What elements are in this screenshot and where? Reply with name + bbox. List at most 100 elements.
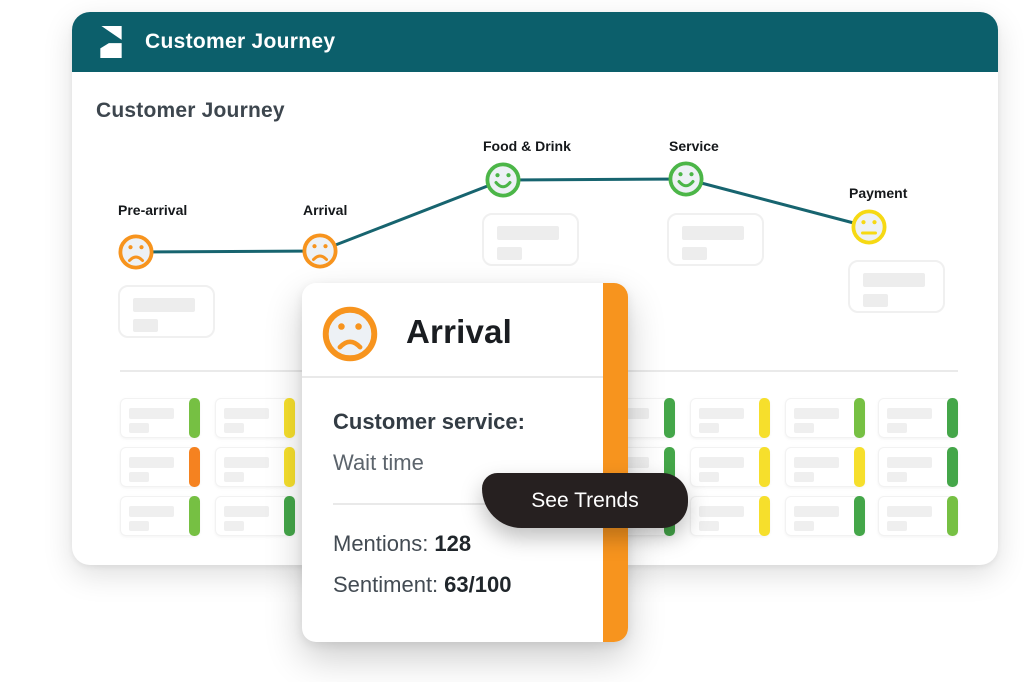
skeleton-text-bar [497, 247, 522, 260]
sentiment-bar [759, 398, 770, 438]
journey-node-pre-arrival[interactable] [118, 234, 154, 270]
skeleton-text-bar [682, 226, 744, 240]
stage-summary-placeholder [667, 213, 764, 266]
sentiment-bar [947, 398, 958, 438]
skeleton-text-bar [887, 506, 932, 517]
skeleton-text-bar [794, 472, 814, 482]
sentiment-bar [947, 447, 958, 487]
skeleton-text-bar [129, 472, 149, 482]
app-title: Customer Journey [145, 30, 336, 53]
skeleton-text-bar [224, 521, 244, 531]
feedback-card[interactable] [120, 447, 200, 487]
skeleton-text-bar [887, 423, 907, 433]
sentiment-bar [759, 496, 770, 536]
skeleton-text-bar [497, 226, 559, 240]
sentiment-bar [189, 496, 200, 536]
popup-divider [302, 376, 603, 378]
skeleton-text-bar [129, 423, 149, 433]
skeleton-text-bar [887, 457, 932, 468]
sentiment-bar [284, 447, 295, 487]
feedback-card[interactable] [120, 496, 200, 536]
journey-node-food-drink[interactable] [485, 162, 521, 198]
stage-summary-placeholder [118, 285, 215, 338]
sentiment-bar [759, 447, 770, 487]
sentiment-bar [854, 496, 865, 536]
sentiment-bar [947, 496, 958, 536]
skeleton-text-bar [863, 294, 888, 307]
skeleton-text-bar [133, 319, 158, 332]
skeleton-text-bar [682, 247, 707, 260]
feedback-card[interactable] [215, 496, 295, 536]
sentiment-bar [664, 447, 675, 487]
popup-sentiment: Sentiment:63/100 [333, 572, 511, 598]
feedback-card[interactable] [785, 398, 865, 438]
popup-title: Arrival [406, 313, 512, 350]
feedback-card[interactable] [120, 398, 200, 438]
skeleton-text-bar [887, 521, 907, 531]
journey-node-payment[interactable] [851, 209, 887, 245]
feedback-card[interactable] [878, 447, 958, 487]
skeleton-text-bar [794, 457, 839, 468]
feedback-card[interactable] [215, 447, 295, 487]
sentiment-label: Sentiment: [333, 572, 439, 597]
popup-mentions: Mentions:128 [333, 531, 471, 557]
sentiment-bar [189, 447, 200, 487]
skeleton-text-bar [887, 408, 932, 419]
stage-summary-placeholder [482, 213, 579, 266]
skeleton-text-bar [133, 298, 195, 312]
stage-label-pre-arrival: Pre-arrival [118, 202, 188, 218]
stage-label-food-drink: Food & Drink [483, 138, 571, 154]
mentions-label: Mentions: [333, 531, 429, 556]
sad-face-icon [322, 306, 378, 362]
skeleton-text-bar [699, 506, 744, 517]
journey-node-service[interactable] [668, 161, 704, 197]
skeleton-text-bar [699, 423, 719, 433]
sentiment-bar [284, 496, 295, 536]
skeleton-text-bar [224, 472, 244, 482]
skeleton-text-bar [699, 408, 744, 419]
skeleton-text-bar [794, 521, 814, 531]
skeleton-text-bar [129, 521, 149, 531]
journey-node-arrival[interactable] [302, 233, 338, 269]
mentions-value: 128 [434, 531, 472, 556]
reputation-logo-icon [100, 26, 122, 58]
feedback-card[interactable] [878, 398, 958, 438]
skeleton-text-bar [129, 457, 174, 468]
stage-detail-popup: Arrival Customer service: Wait time Ment… [302, 283, 628, 642]
skeleton-text-bar [224, 423, 244, 433]
feedback-card[interactable] [690, 496, 770, 536]
sentiment-bar [854, 447, 865, 487]
skeleton-text-bar [129, 408, 174, 419]
see-trends-button[interactable]: See Trends [482, 473, 688, 528]
stage-label-service: Service [669, 138, 719, 154]
skeleton-text-bar [794, 506, 839, 517]
sentiment-bar [854, 398, 865, 438]
app-header: Customer Journey [72, 12, 998, 72]
feedback-card[interactable] [878, 496, 958, 536]
feedback-card[interactable] [785, 496, 865, 536]
popup-divider [333, 503, 583, 505]
stage-summary-placeholder [848, 260, 945, 313]
sentiment-bar [664, 398, 675, 438]
skeleton-text-bar [794, 408, 839, 419]
skeleton-text-bar [129, 506, 174, 517]
skeleton-text-bar [224, 457, 269, 468]
skeleton-text-bar [794, 423, 814, 433]
feedback-card[interactable] [215, 398, 295, 438]
stage-label-payment: Payment [849, 185, 908, 201]
sentiment-bar [284, 398, 295, 438]
stage-label-arrival: Arrival [303, 202, 348, 218]
popup-accent-bar [603, 283, 628, 642]
skeleton-text-bar [224, 408, 269, 419]
skeleton-text-bar [699, 457, 744, 468]
feedback-card[interactable] [785, 447, 865, 487]
sentiment-bar [189, 398, 200, 438]
feedback-card[interactable] [690, 447, 770, 487]
skeleton-text-bar [887, 472, 907, 482]
feedback-card[interactable] [690, 398, 770, 438]
page-title: Customer Journey [96, 99, 285, 122]
skeleton-text-bar [224, 506, 269, 517]
skeleton-text-bar [699, 521, 719, 531]
sentiment-value: 63/100 [444, 572, 512, 597]
